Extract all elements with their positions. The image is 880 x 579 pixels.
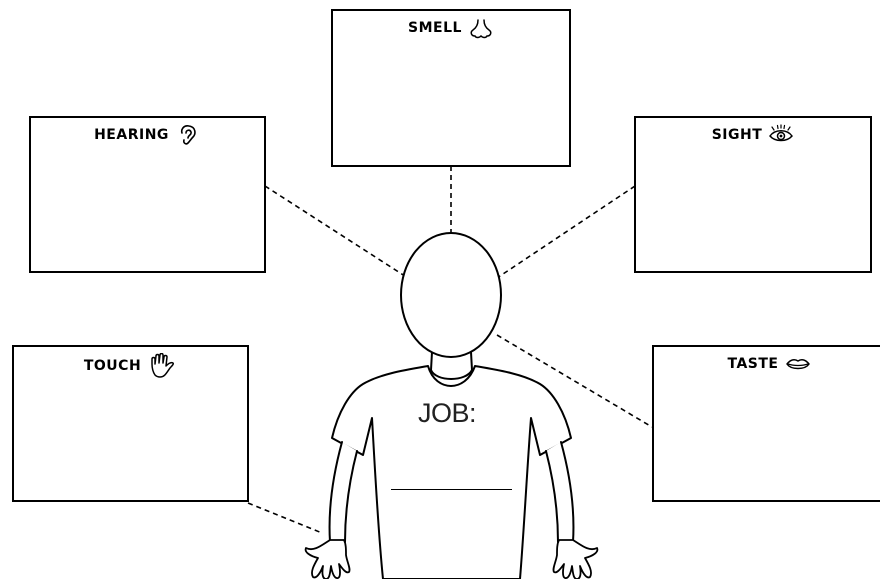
connector-touch: [247, 502, 323, 534]
neck: [430, 351, 473, 380]
taste-box[interactable]: TASTE: [652, 345, 880, 502]
smell-header: SMELL: [333, 17, 569, 39]
eye-icon: [768, 124, 794, 146]
person-figure: [328, 232, 575, 579]
job-label: JOB:: [418, 398, 477, 428]
left-hand: [304, 539, 351, 579]
left-arm: [328, 441, 358, 543]
connector-taste: [496, 334, 653, 428]
nose-icon: [468, 17, 494, 39]
smell-box[interactable]: SMELL: [331, 9, 571, 167]
shirt: [331, 365, 572, 579]
ear-icon: [175, 124, 201, 146]
right-hand: [552, 539, 599, 579]
smell-label: SMELL: [408, 20, 462, 36]
hearing-box[interactable]: HEARING: [29, 116, 266, 273]
taste-label: TASTE: [727, 356, 779, 372]
touch-box[interactable]: TOUCH: [12, 345, 249, 502]
connector-sight: [496, 185, 636, 279]
taste-header: TASTE: [654, 353, 880, 375]
connector-hearing: [264, 185, 409, 279]
sight-header: SIGHT: [636, 124, 870, 146]
touch-label: TOUCH: [83, 358, 142, 374]
hearing-label: HEARING: [94, 127, 169, 143]
sight-label: SIGHT: [711, 127, 763, 143]
job-answer-line: [391, 489, 512, 490]
lips-icon: [785, 353, 811, 375]
right-arm: [545, 441, 575, 543]
sight-box[interactable]: SIGHT: [634, 116, 872, 273]
touch-header: TOUCH: [14, 352, 247, 379]
hearing-header: HEARING: [31, 124, 264, 146]
head: [400, 232, 502, 358]
hand-icon: [147, 352, 177, 379]
connector-lines: [247, 166, 653, 534]
